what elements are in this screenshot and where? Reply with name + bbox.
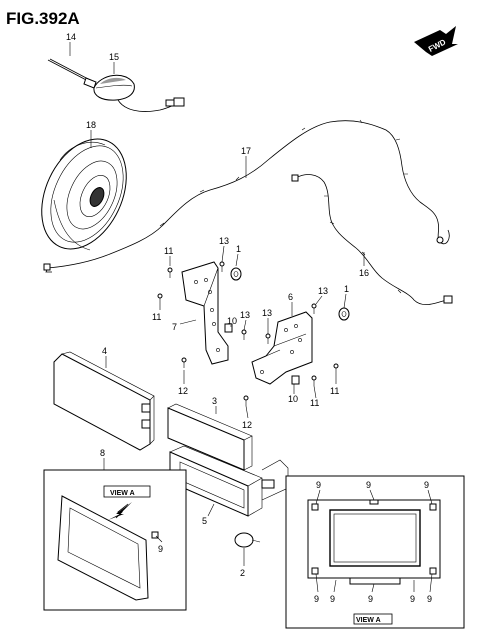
callout-9-d: 9 xyxy=(424,480,429,490)
nut-1-right xyxy=(338,307,350,321)
callout-2: 2 xyxy=(240,568,245,578)
figure-title: FIG.392A xyxy=(6,9,80,28)
wire-harness-16 xyxy=(291,174,453,305)
callout-1-a: 1 xyxy=(236,244,241,254)
callout-9-c: 9 xyxy=(366,480,371,490)
callout-14: 14 xyxy=(66,32,76,42)
cap xyxy=(234,532,261,548)
callout-3: 3 xyxy=(212,396,217,406)
bracket-left xyxy=(181,261,229,365)
antenna-rod xyxy=(47,58,97,89)
callout-labels: 14 15 18 17 16 11 13 1 11 7 13 10 6 13 1… xyxy=(66,32,429,604)
callout-17: 17 xyxy=(241,146,251,156)
callout-1-b: 1 xyxy=(344,284,349,294)
svg-text:VIEW A: VIEW A xyxy=(110,490,135,497)
callout-9-b: 9 xyxy=(316,480,321,490)
callout-9-e: 9 xyxy=(314,594,319,604)
callout-13-c: 13 xyxy=(318,286,328,296)
callout-9-i: 9 xyxy=(427,594,432,604)
wire-harness-17 xyxy=(43,119,450,273)
callout-9-f: 9 xyxy=(330,594,335,604)
callout-12-a: 12 xyxy=(178,386,188,396)
callout-9-h: 9 xyxy=(410,594,415,604)
clip-10-right xyxy=(291,375,300,385)
callout-11-a: 11 xyxy=(164,246,173,256)
callout-5: 5 xyxy=(202,516,207,526)
callout-9-a: 9 xyxy=(158,544,163,554)
callout-10-b: 10 xyxy=(288,394,298,404)
callout-16: 16 xyxy=(359,268,369,278)
bracket-right xyxy=(251,311,313,385)
view-a-box-right: VIEW A xyxy=(285,475,465,629)
nut-1-left xyxy=(230,267,242,281)
clip-10-left xyxy=(224,323,233,333)
bezel-plate xyxy=(53,351,155,451)
callout-6: 6 xyxy=(288,292,293,302)
leader-lines xyxy=(69,42,433,593)
callout-11-d: 11 xyxy=(310,398,319,408)
callout-8: 8 xyxy=(100,448,105,458)
callout-4: 4 xyxy=(102,346,107,356)
antenna-base xyxy=(93,74,185,112)
svg-text:VIEW A: VIEW A xyxy=(356,617,381,624)
callout-13-a: 13 xyxy=(219,236,229,246)
speaker xyxy=(41,138,127,251)
view-a-box-left: VIEW A xyxy=(43,469,187,611)
trim-panel xyxy=(167,403,253,471)
callout-13-d: 13 xyxy=(262,308,272,318)
callout-15: 15 xyxy=(109,52,119,62)
callout-12-b: 12 xyxy=(242,420,252,430)
callout-11-b: 11 xyxy=(152,312,161,322)
callout-9-g: 9 xyxy=(368,594,373,604)
callout-7: 7 xyxy=(172,322,177,332)
callout-13-b: 13 xyxy=(240,310,250,320)
forward-direction-badge: FWD xyxy=(414,26,458,56)
callout-11-c: 11 xyxy=(330,386,339,396)
callout-18: 18 xyxy=(86,120,96,130)
callout-10-a: 10 xyxy=(227,316,237,326)
